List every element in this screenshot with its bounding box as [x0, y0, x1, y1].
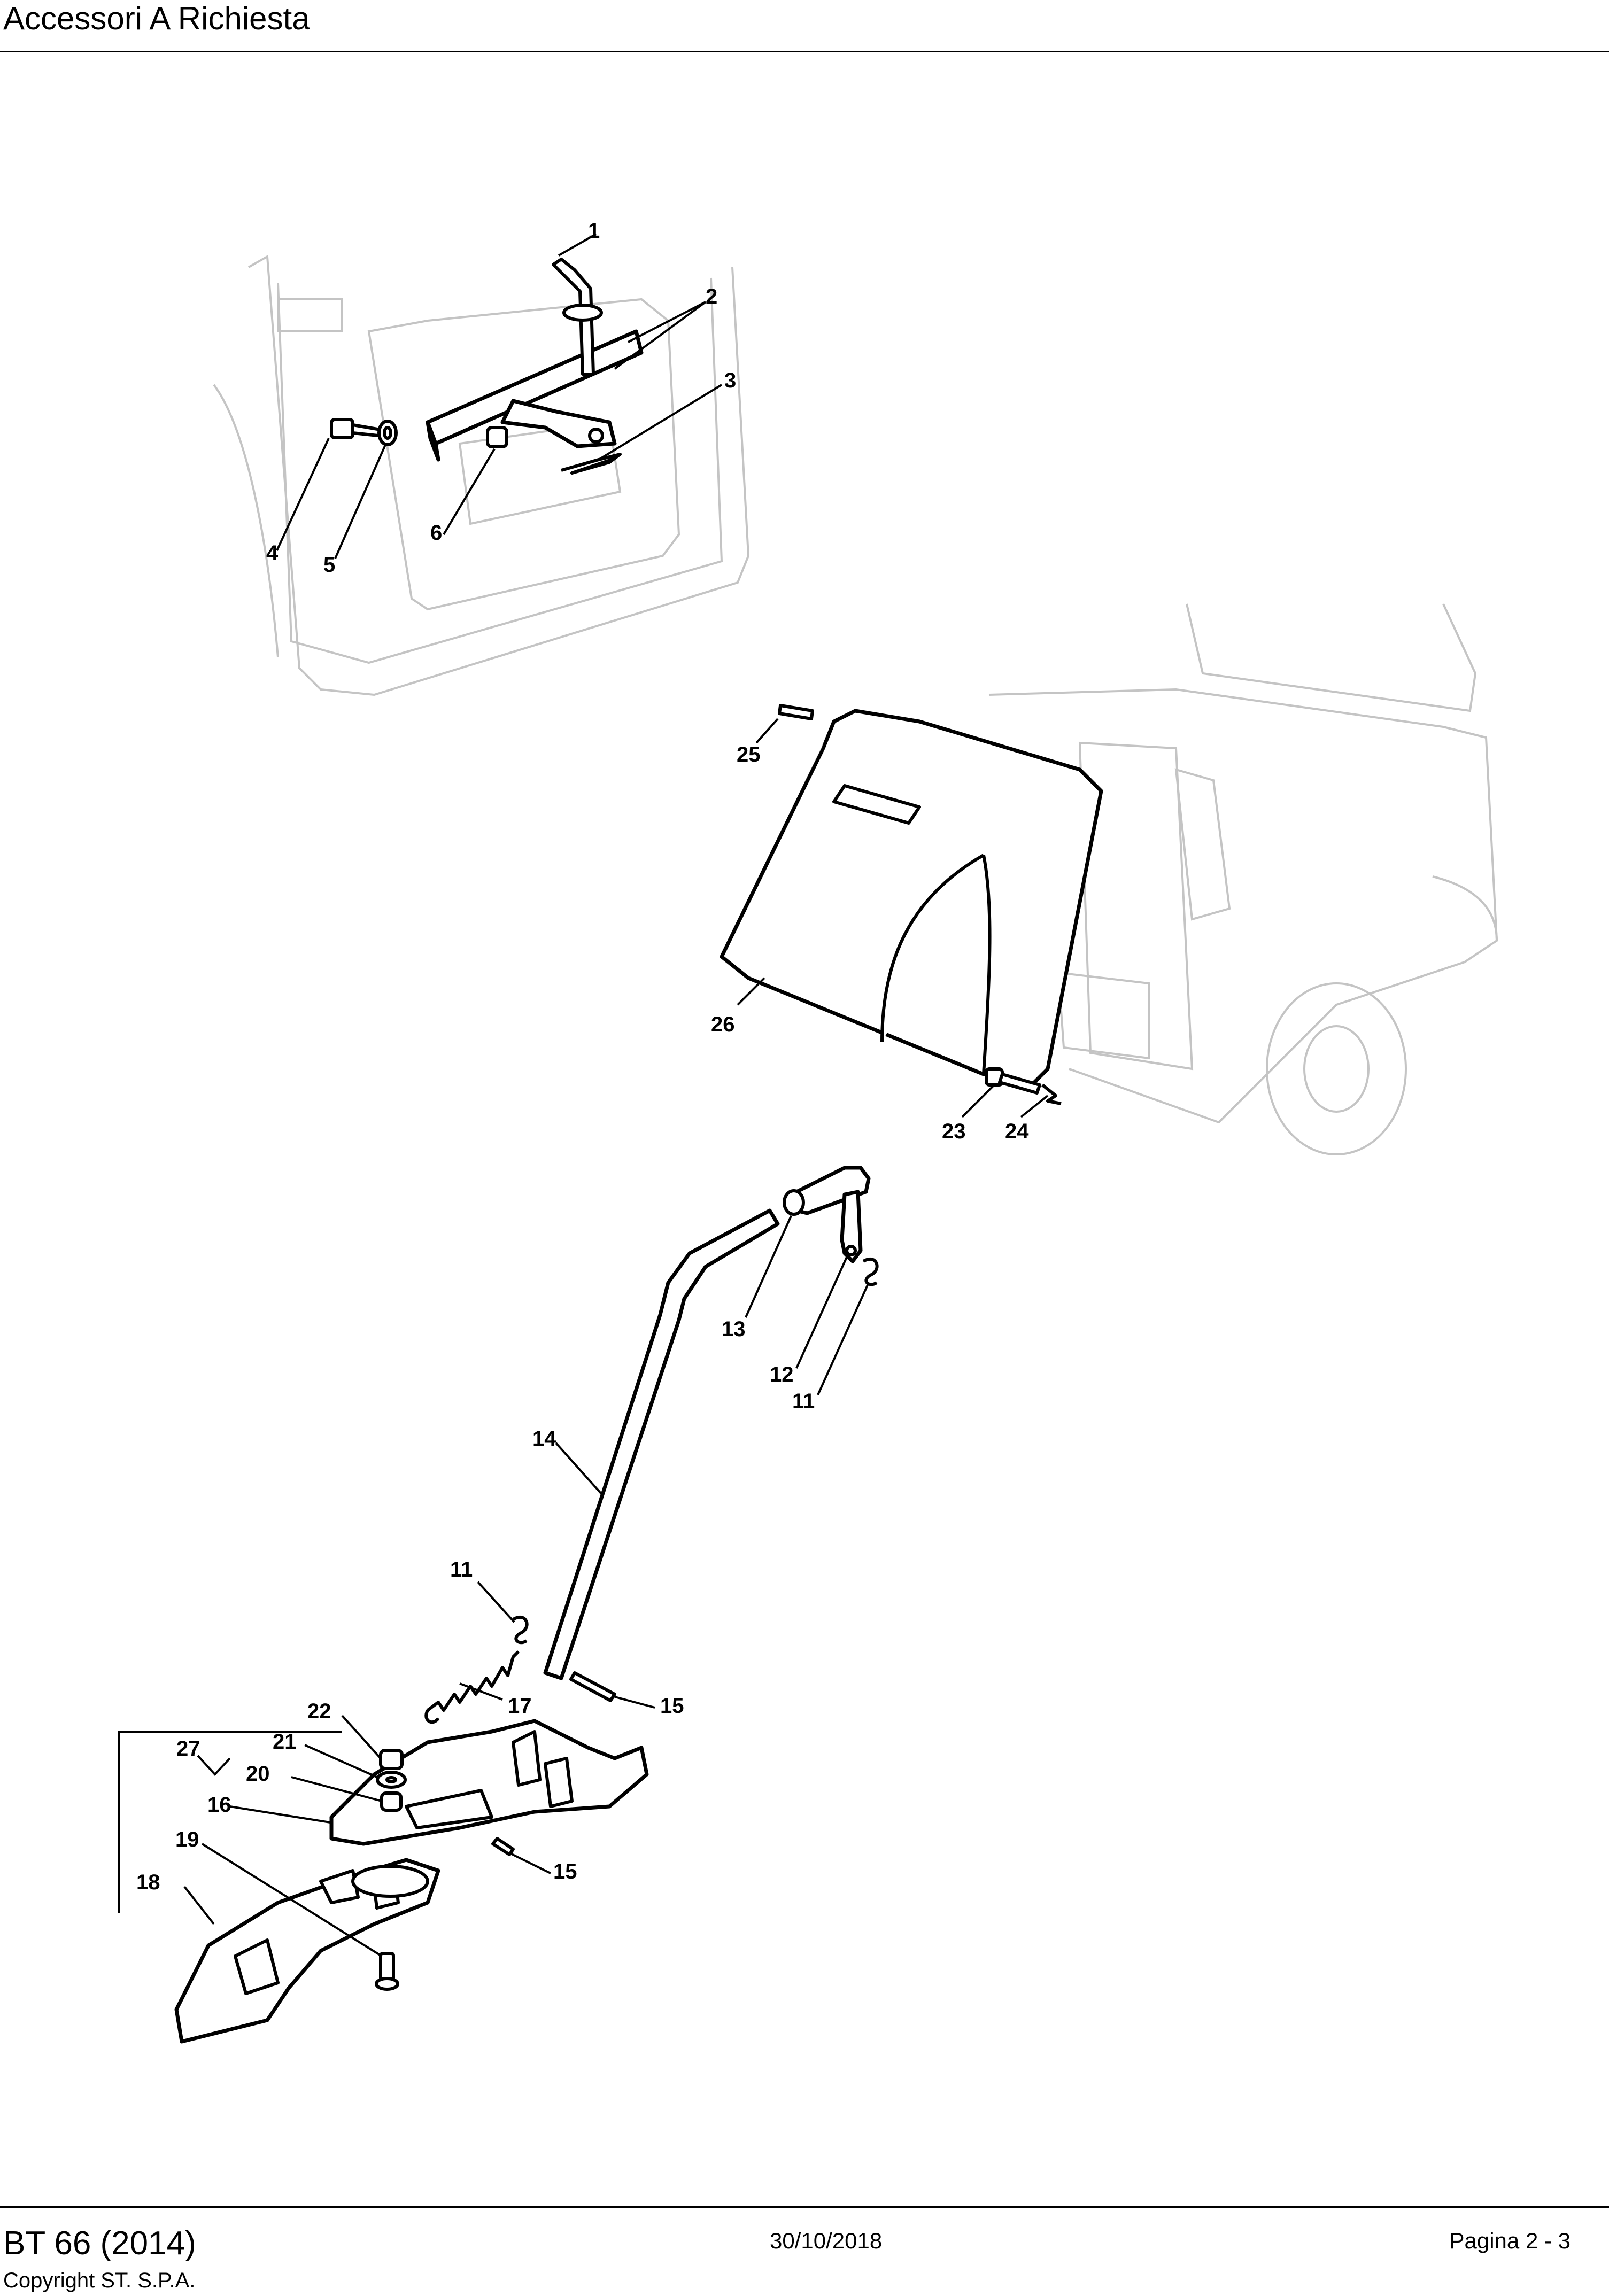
- pin-part-25: [778, 704, 814, 720]
- bushing-part-20: [380, 1791, 403, 1812]
- washer-part-21: [376, 1771, 407, 1789]
- callout-4: 4: [266, 541, 279, 565]
- callout-14: 14: [532, 1427, 556, 1450]
- callout-12: 12: [770, 1363, 794, 1386]
- callout-27: 27: [176, 1737, 200, 1760]
- callout-3: 3: [724, 369, 736, 392]
- callout-24: 24: [1005, 1120, 1029, 1143]
- spring-clip-part-3: [561, 453, 622, 475]
- nut-part-22: [379, 1749, 404, 1770]
- callout-22: 22: [307, 1700, 331, 1723]
- leader-lines: [183, 233, 1049, 1957]
- clip-part-24: [1041, 1083, 1062, 1105]
- callout-17: 17: [508, 1694, 532, 1718]
- callout-25: 25: [737, 743, 761, 766]
- tow-pin-part-1: [552, 258, 603, 376]
- callout-1: 1: [588, 219, 600, 243]
- spring-part-17: [424, 1650, 520, 1724]
- print-date: 30/10/2018: [770, 2228, 883, 2253]
- screw-part-19: [375, 1952, 399, 1991]
- clip-part-11-lower: [512, 1615, 529, 1645]
- callout-labels: 1 2 3 4 5 6 25 26 23 24 13 12 11 14 11 1…: [136, 219, 1029, 1894]
- callout-15-upper: 15: [660, 1694, 684, 1718]
- washer-part-5: [377, 420, 398, 446]
- callout-2: 2: [706, 285, 717, 308]
- callout-19: 19: [175, 1828, 199, 1851]
- page-title: Accessori A Richiesta: [3, 1, 310, 36]
- callout-15-lower: 15: [553, 1860, 577, 1883]
- model-name: BT 66 (2014): [3, 2225, 196, 2262]
- latch-part-12: [840, 1190, 863, 1263]
- callout-18: 18: [136, 1871, 160, 1894]
- nut-part-6: [486, 426, 508, 448]
- callout-26: 26: [711, 1013, 735, 1036]
- copyright-notice: Copyright ST. S.P.A.: [3, 2269, 196, 2292]
- callout-5: 5: [323, 553, 335, 577]
- clip-part-11-upper: [862, 1257, 879, 1286]
- tractor-ghost-outline: [988, 603, 1498, 1155]
- bracket-assembly-part-16: [329, 1719, 649, 1846]
- callout-20: 20: [246, 1762, 270, 1786]
- callout-21: 21: [273, 1730, 297, 1754]
- callout-11-lower: 11: [450, 1558, 473, 1581]
- callout-6: 6: [430, 521, 442, 545]
- pin-part-15-upper: [569, 1671, 616, 1702]
- bracket-plate: [426, 329, 644, 462]
- callout-11-upper: 11: [792, 1390, 815, 1413]
- handle-grip-part-13: [783, 1166, 871, 1216]
- page-number: Pagina 2 - 3: [1449, 2228, 1571, 2253]
- exploded-parts-diagram: 1 2 3 4 5 6 25 26 23 24 13 12 11 14 11 1…: [118, 219, 1498, 2044]
- callout-16: 16: [207, 1793, 231, 1817]
- footer-divider: [0, 2206, 1609, 2208]
- callout-13: 13: [722, 1317, 746, 1341]
- base-plate-part-18: [174, 1858, 440, 2044]
- header-divider: [0, 51, 1609, 52]
- pin-part-15-lower: [491, 1837, 515, 1856]
- grass-deflector-part-26: [720, 709, 1103, 1087]
- callout-23: 23: [942, 1120, 966, 1143]
- lever-rod-part-14: [543, 1208, 780, 1680]
